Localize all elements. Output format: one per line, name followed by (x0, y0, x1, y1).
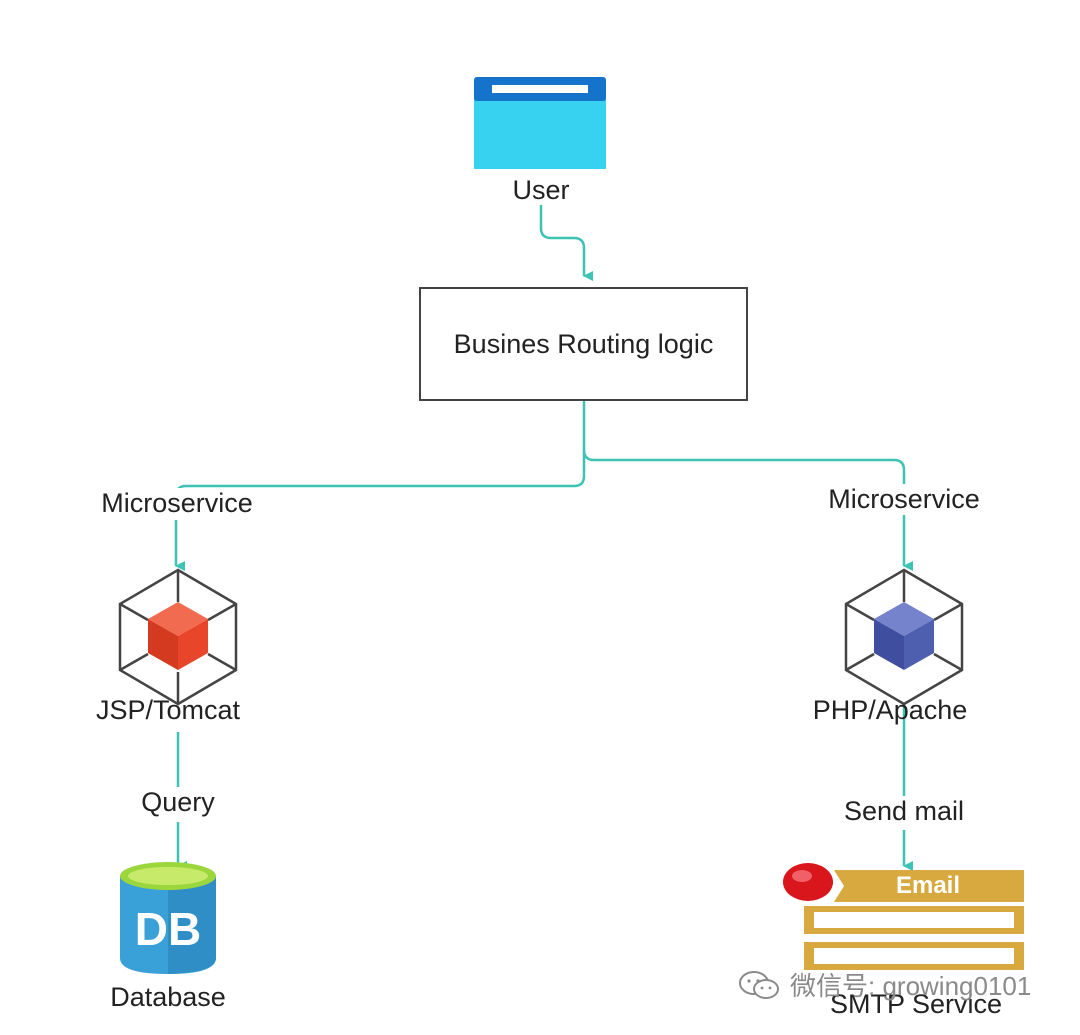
left-microservice-cube-icon (118, 568, 238, 706)
jsp-tomcat-label: JSP/Tomcat (95, 695, 241, 725)
edge-user-router (539, 205, 593, 281)
smtp-service-label: SMTP Service (829, 989, 1003, 1019)
right-microservice-label: Microservice (824, 484, 984, 515)
routing-logic-label: Busines Routing logic (453, 328, 714, 359)
php-apache-label: PHP/Apache (812, 695, 968, 725)
wechat-icon (739, 970, 779, 999)
user-window-icon (474, 77, 606, 169)
send-mail-edge-label: Send mail (839, 796, 969, 827)
routing-logic-box: Busines Routing logic (419, 287, 748, 401)
user-label: User (512, 175, 570, 205)
right-microservice-cube-icon (844, 568, 964, 706)
email-icon: Email (783, 863, 1024, 970)
query-edge-label: Query (137, 787, 219, 818)
database-label: Database (110, 982, 226, 1012)
left-microservice-label: Microservice (97, 488, 257, 519)
database-icon-text: DB (135, 903, 201, 955)
watermark-text: 微信号: growing0101 (790, 971, 1032, 1001)
watermark: 微信号: growing0101 (738, 966, 1031, 1003)
edge-router-right (582, 449, 906, 486)
email-icon-text: Email (896, 872, 960, 899)
database-icon: DB (120, 862, 216, 974)
